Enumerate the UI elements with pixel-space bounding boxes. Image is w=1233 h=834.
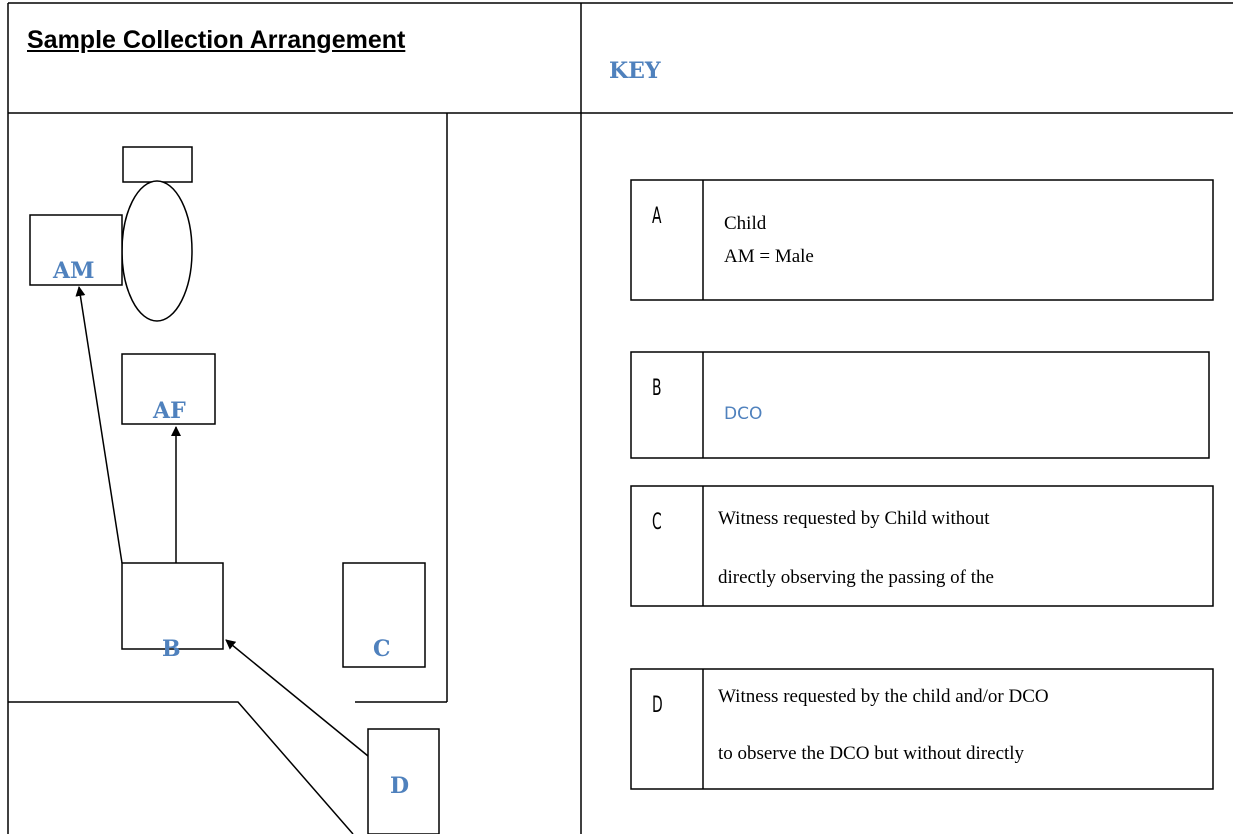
box-b-label: B	[162, 636, 181, 662]
box-am	[29, 214, 123, 286]
key-heading: KEY	[609, 58, 661, 84]
key-c-letter: C	[652, 510, 662, 535]
key-box-b	[630, 351, 1210, 459]
corridor-wall	[8, 701, 354, 834]
key-c-line-1: Witness requested by Child without	[718, 508, 990, 529]
arrow-d-to-b	[225, 639, 369, 757]
toilet-cistern	[122, 146, 193, 183]
key-box-d	[630, 668, 1214, 790]
box-d-label: D	[390, 773, 410, 799]
box-c	[342, 562, 426, 668]
box-b	[121, 562, 224, 650]
key-b-letter: B	[652, 376, 662, 401]
key-a-line-2: AM = Male	[724, 246, 814, 267]
toilet	[121, 146, 193, 322]
key-boxes	[630, 179, 1214, 790]
arrows	[75, 286, 369, 757]
position-boxes	[29, 214, 440, 834]
box-c-label: C	[373, 636, 391, 662]
box-am-label-clip: AM	[31, 216, 121, 284]
key-d-line-1: Witness requested by the child and/or DC…	[718, 686, 1049, 707]
page-title: Sample Collection Arrangement	[27, 26, 406, 54]
box-af	[121, 353, 216, 425]
room-walls	[8, 113, 448, 834]
key-c-line-2: directly observing the passing of the	[718, 567, 994, 588]
key-d-line-2: to observe the DCO but without directly	[718, 743, 1025, 764]
key-a-letter: A	[652, 204, 662, 229]
key-box-c	[630, 485, 1214, 607]
toilet-bowl	[121, 180, 193, 322]
arrow-b-to-am	[75, 286, 123, 564]
box-af-label: AF	[153, 398, 186, 423]
key-d-letter: D	[652, 693, 663, 718]
key-b-line-1: DCO	[724, 404, 763, 424]
table-frame	[7, 2, 1233, 834]
box-af-label-clip: AF	[123, 355, 214, 423]
key-box-a	[630, 179, 1214, 301]
key-a-line-1: Child	[724, 213, 767, 234]
box-am-label: AM	[53, 258, 95, 284]
box-d	[367, 728, 440, 834]
